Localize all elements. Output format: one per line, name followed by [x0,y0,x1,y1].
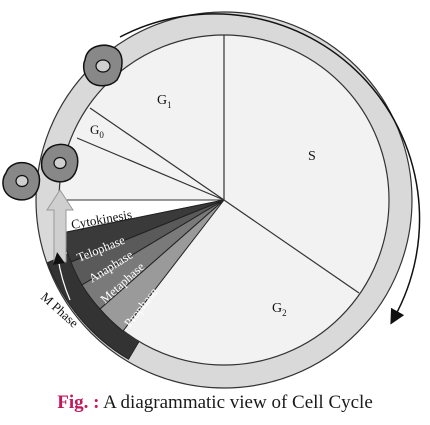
figure-caption: Fig. : A diagrammatic view of Cell Cycle [0,392,430,414]
daughter-cell-arrow [46,189,74,263]
divider-s-g2 [223,199,360,294]
m-phase-arrow [52,252,71,301]
cycle-direction-arrow [119,13,421,325]
divider-g1-g0 [89,107,225,201]
label-g2: G2 [272,301,287,318]
cell-cycle-diagram: G1 G0 S G2 Cytokinesis Telophase Anaphas… [2,11,421,389]
label-g0: G0 [90,122,104,140]
label-g1: G1 [157,93,172,110]
caption-text: A diagrammatic view of Cell Cycle [99,392,373,413]
divider-g0-low [76,137,225,201]
prophase-sector [99,199,225,332]
caption-lead: Fig. : [57,392,100,413]
cell-right-icon [40,143,79,183]
label-s: S [308,149,316,164]
cell-top-icon [82,44,123,87]
cell-left-icon [2,161,41,201]
